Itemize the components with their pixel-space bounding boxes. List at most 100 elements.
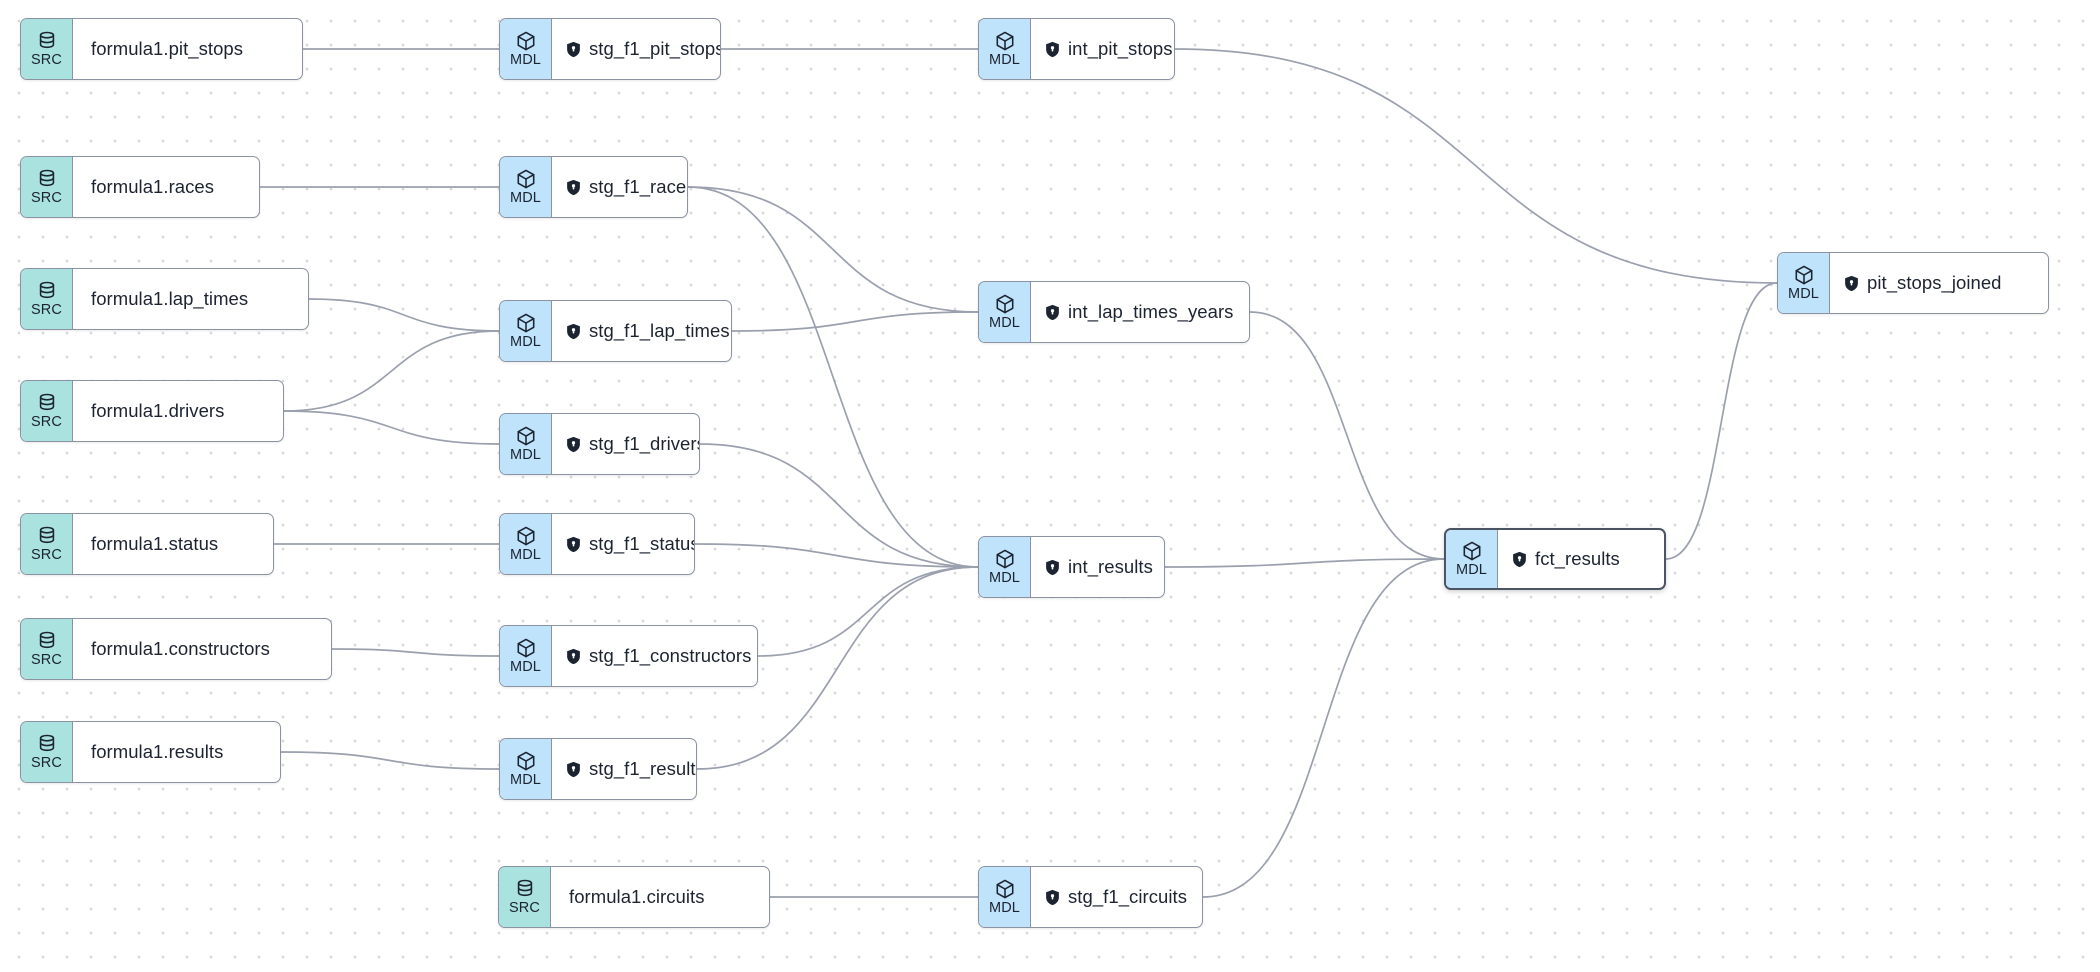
node-src_constructors[interactable]: SRC formula1.constructors xyxy=(20,618,332,680)
node-badge-mdl: MDL xyxy=(500,739,552,799)
node-badge-label: SRC xyxy=(31,652,62,669)
cube-icon xyxy=(517,638,534,658)
node-badge-label: SRC xyxy=(31,52,62,69)
node-pit_stops_joined[interactable]: MDL pit_stops_joined xyxy=(1777,252,2049,314)
edge-int_pit_stops-to-pit_stops_joined xyxy=(1174,48,1778,284)
node-stg_drivers[interactable]: MDL stg_f1_drivers xyxy=(499,413,700,475)
edge-stg_races-to-int_results xyxy=(687,186,979,568)
node-badge-label: SRC xyxy=(31,302,62,319)
node-body: pit_stops_joined xyxy=(1830,253,2048,313)
node-label: formula1.status xyxy=(91,533,219,554)
shield-lock-icon xyxy=(1046,41,1059,57)
node-badge-label: MDL xyxy=(1788,286,1819,303)
node-stg_pit_stops[interactable]: MDL stg_f1_pit_stops xyxy=(499,18,721,80)
cube-icon xyxy=(517,751,534,771)
node-label: pit_stops_joined xyxy=(1867,272,2002,293)
node-body: formula1.status xyxy=(73,514,273,574)
shield-lock-icon xyxy=(1845,275,1858,291)
node-label: stg_f1_results xyxy=(589,758,697,779)
node-label: int_lap_times_years xyxy=(1068,301,1234,322)
node-badge-label: MDL xyxy=(510,334,541,351)
shield-lock-icon xyxy=(1046,889,1059,905)
node-stg_constructors[interactable]: MDL stg_f1_constructors xyxy=(499,625,758,687)
node-badge-mdl: MDL xyxy=(500,301,552,361)
node-label: formula1.races xyxy=(91,176,215,197)
edge-src_results-to-stg_results xyxy=(280,751,500,770)
node-badge-label: MDL xyxy=(989,315,1020,332)
node-body: stg_f1_lap_times xyxy=(552,301,731,361)
node-badge-label: SRC xyxy=(509,900,540,917)
node-badge-mdl: MDL xyxy=(1778,253,1830,313)
node-badge-src: SRC xyxy=(21,514,73,574)
node-badge-src: SRC xyxy=(21,19,73,79)
node-body: formula1.drivers xyxy=(73,381,283,441)
node-badge-label: MDL xyxy=(510,447,541,464)
node-label: stg_f1_constructors xyxy=(589,645,752,666)
node-body: stg_f1_results xyxy=(552,739,697,799)
node-int_pit_stops[interactable]: MDL int_pit_stops xyxy=(978,18,1175,80)
node-badge-mdl: MDL xyxy=(1446,530,1498,588)
node-badge-label: MDL xyxy=(510,772,541,789)
node-label: formula1.drivers xyxy=(91,400,225,421)
node-label: stg_f1_drivers xyxy=(589,433,700,454)
node-label: int_results xyxy=(1068,556,1153,577)
node-badge-label: SRC xyxy=(31,414,62,431)
node-body: stg_f1_status xyxy=(552,514,694,574)
shield-lock-icon xyxy=(567,536,580,552)
node-badge-mdl: MDL xyxy=(500,626,552,686)
node-src_drivers[interactable]: SRC formula1.drivers xyxy=(20,380,284,442)
node-src_lap_times[interactable]: SRC formula1.lap_times xyxy=(20,268,309,330)
node-label: formula1.lap_times xyxy=(91,288,249,309)
node-body: formula1.results xyxy=(73,722,280,782)
node-badge-src: SRC xyxy=(21,269,73,329)
cube-icon xyxy=(996,294,1013,314)
edge-fct_results-to-pit_stops_joined xyxy=(1665,282,1778,560)
edge-src_drivers-to-stg_lap_times xyxy=(283,330,500,412)
database-icon xyxy=(39,31,54,49)
node-int_results[interactable]: MDL int_results xyxy=(978,536,1165,598)
node-src_races[interactable]: SRC formula1.races xyxy=(20,156,260,218)
node-badge-label: MDL xyxy=(989,570,1020,587)
node-src_circuits[interactable]: SRC formula1.circuits xyxy=(498,866,770,928)
node-src_status[interactable]: SRC formula1.status xyxy=(20,513,274,575)
node-int_lap_times_years[interactable]: MDL int_lap_times_years xyxy=(978,281,1250,343)
shield-lock-icon xyxy=(567,761,580,777)
node-fct_results[interactable]: MDL fct_results xyxy=(1444,528,1666,590)
node-badge-label: SRC xyxy=(31,190,62,207)
node-stg_lap_times[interactable]: MDL stg_f1_lap_times xyxy=(499,300,732,362)
node-src_pit_stops[interactable]: SRC formula1.pit_stops xyxy=(20,18,303,80)
database-icon xyxy=(39,631,54,649)
shield-lock-icon xyxy=(1046,559,1059,575)
edge-stg_races-to-int_lap_times_years xyxy=(687,186,979,313)
node-badge-mdl: MDL xyxy=(979,19,1031,79)
edge-src_lap_times-to-stg_lap_times xyxy=(308,298,500,332)
node-stg_circuits[interactable]: MDL stg_f1_circuits xyxy=(978,866,1203,928)
node-label: stg_f1_circuits xyxy=(1068,886,1187,907)
cube-icon xyxy=(517,31,534,51)
node-stg_races[interactable]: MDL stg_f1_races xyxy=(499,156,688,218)
node-stg_results[interactable]: MDL stg_f1_results xyxy=(499,738,697,800)
node-label: int_pit_stops xyxy=(1068,38,1173,59)
node-badge-src: SRC xyxy=(21,157,73,217)
node-body: stg_f1_pit_stops xyxy=(552,19,721,79)
node-badge-label: MDL xyxy=(510,547,541,564)
node-body: formula1.constructors xyxy=(73,619,331,679)
shield-lock-icon xyxy=(1046,304,1059,320)
node-label: stg_f1_pit_stops xyxy=(589,38,721,59)
node-label: formula1.pit_stops xyxy=(91,38,244,59)
node-label: formula1.circuits xyxy=(569,886,705,907)
node-stg_status[interactable]: MDL stg_f1_status xyxy=(499,513,695,575)
node-body: formula1.pit_stops xyxy=(73,19,302,79)
cube-icon xyxy=(1463,541,1480,561)
database-icon xyxy=(39,169,54,187)
node-badge-src: SRC xyxy=(21,722,73,782)
node-label: fct_results xyxy=(1535,548,1620,569)
node-badge-label: MDL xyxy=(1456,562,1487,579)
edge-stg_constructors-to-int_results xyxy=(757,566,979,657)
node-badge-src: SRC xyxy=(21,619,73,679)
node-label: stg_f1_races xyxy=(589,176,688,197)
cube-icon xyxy=(1795,265,1812,285)
